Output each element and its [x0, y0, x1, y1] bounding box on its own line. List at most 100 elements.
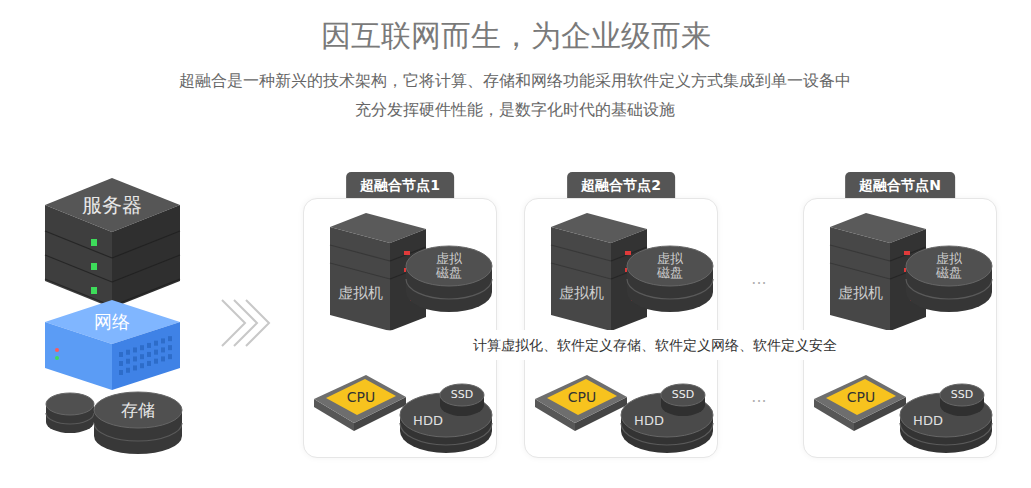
- node-label: HDD: [634, 413, 664, 429]
- vm-slot-line: [830, 263, 890, 279]
- server-slot-line: [45, 279, 112, 306]
- hdd-disk: HDD: [396, 375, 494, 455]
- hdd-disk: HDD: [896, 375, 994, 455]
- storage-node: 存储: [42, 382, 184, 460]
- node-label: SSD: [451, 388, 473, 401]
- disk-top: [400, 393, 492, 437]
- hyperconverged-node-panel: 虚拟机虚拟磁盘CPUSSDHDD超融合节点N: [803, 198, 997, 458]
- status-light: [404, 251, 410, 255]
- server-side: [112, 205, 180, 308]
- vm-slot-line: [830, 245, 890, 261]
- disk-top: [440, 384, 484, 406]
- switch-port: [154, 341, 158, 346]
- vm-front: [830, 227, 890, 331]
- switch-port: [119, 352, 123, 357]
- node-heading-tab: 超融合节点1: [346, 172, 454, 198]
- node-label: CPU: [847, 389, 875, 406]
- disk-top: [940, 384, 984, 406]
- virtual-disk: 虚拟磁盘: [904, 241, 994, 315]
- status-light: [91, 239, 97, 246]
- subtitle-line: 充分发挥硬件性能，是数字化时代的基础设施: [355, 100, 675, 121]
- cpu-chip: CPU: [814, 367, 906, 437]
- virtual-disk: 虚拟磁盘: [625, 241, 715, 315]
- switch-port: [140, 354, 144, 359]
- server-front: [45, 205, 112, 308]
- node-label: 虚拟机: [559, 284, 604, 302]
- server-slot-line: [45, 231, 112, 258]
- chevron: [246, 300, 269, 346]
- node-label: 计算虚拟化、软件定义存储、软件定义网络、软件定义安全: [473, 337, 837, 354]
- storage-node-drawing: [42, 382, 184, 460]
- switch-port: [161, 347, 165, 352]
- cpu-chip: CPU: [535, 367, 627, 437]
- node-label: 虚拟磁盘: [936, 252, 962, 281]
- virtual-disk: 虚拟磁盘: [404, 241, 494, 315]
- switch-port: [140, 363, 144, 368]
- switch-port: [161, 356, 165, 361]
- switch-port: [168, 354, 172, 359]
- ssd-disk: SSD: [659, 383, 707, 419]
- vm-slot-line: [330, 263, 390, 279]
- vm-front: [330, 227, 390, 331]
- status-light: [91, 263, 97, 270]
- status-light: [91, 287, 97, 294]
- chip-die: [326, 379, 396, 415]
- switch-port: [133, 356, 137, 361]
- server-node: 服务器: [45, 178, 180, 308]
- node-label: HDD: [913, 413, 943, 429]
- vm-slot-line: [551, 245, 611, 261]
- disk-top: [627, 246, 713, 286]
- hdd-disk-drawing: [617, 375, 715, 455]
- status-light: [55, 348, 59, 352]
- switch-port: [168, 345, 172, 350]
- switch-port: [126, 359, 130, 364]
- disk-top: [94, 392, 182, 428]
- hdd-disk-drawing: [396, 375, 494, 455]
- status-light: [904, 251, 910, 255]
- chip-base: [535, 375, 627, 423]
- node-label: CPU: [568, 389, 596, 406]
- ssd-disk: SSD: [938, 383, 986, 419]
- switch-port: [119, 370, 123, 375]
- switch-port: [147, 361, 151, 366]
- server-slot-line: [112, 255, 180, 282]
- status-light: [55, 356, 59, 360]
- vm-slot-line: [551, 263, 611, 279]
- switch-port: [147, 352, 151, 357]
- disk-top: [906, 246, 992, 286]
- hyperconverged-node-panel: 虚拟机虚拟磁盘CPUSSDHDD超融合节点1: [303, 198, 497, 458]
- disk-top: [46, 393, 94, 415]
- diagram-title: 因互联网而生，为企业级而来: [0, 16, 1031, 57]
- node-label: 虚拟机: [338, 284, 383, 302]
- switch-port: [133, 347, 137, 352]
- node-heading-tab: 超融合节点2: [567, 172, 675, 198]
- chip-die: [547, 379, 617, 415]
- hdd-disk: HDD: [617, 375, 715, 455]
- node-label: 存储: [121, 400, 155, 420]
- switch-port: [147, 343, 151, 348]
- disk-top: [621, 393, 713, 437]
- node-heading-tab: 超融合节点N: [845, 172, 955, 198]
- switch-port: [126, 350, 130, 355]
- chip-die: [826, 379, 896, 415]
- chip-base: [314, 375, 406, 423]
- subtitle-line: 超融合是一种新兴的技术架构，它将计算、存储和网络功能采用软件定义方式集成到单一设…: [179, 71, 851, 92]
- node-label: 虚拟机: [838, 284, 883, 302]
- network-node: 网络: [45, 300, 180, 390]
- switch-port: [168, 336, 172, 341]
- node-label: CPU: [347, 389, 375, 406]
- ellipsis-dots: ···: [751, 392, 766, 411]
- server-slot-line: [112, 231, 180, 258]
- ellipsis-dots: ···: [751, 274, 766, 293]
- switch-port: [161, 338, 165, 343]
- hyperconverged-node-panel: 虚拟机虚拟磁盘CPUSSDHDD超融合节点2: [524, 198, 718, 458]
- switch-port: [140, 345, 144, 350]
- switch-port: [126, 368, 130, 373]
- cpu-chip: CPU: [314, 367, 406, 437]
- node-label: HDD: [413, 413, 443, 429]
- vm-slot-line: [330, 245, 390, 261]
- vm-front: [551, 227, 611, 331]
- disk-top: [900, 393, 992, 437]
- server-slot-line: [112, 279, 180, 306]
